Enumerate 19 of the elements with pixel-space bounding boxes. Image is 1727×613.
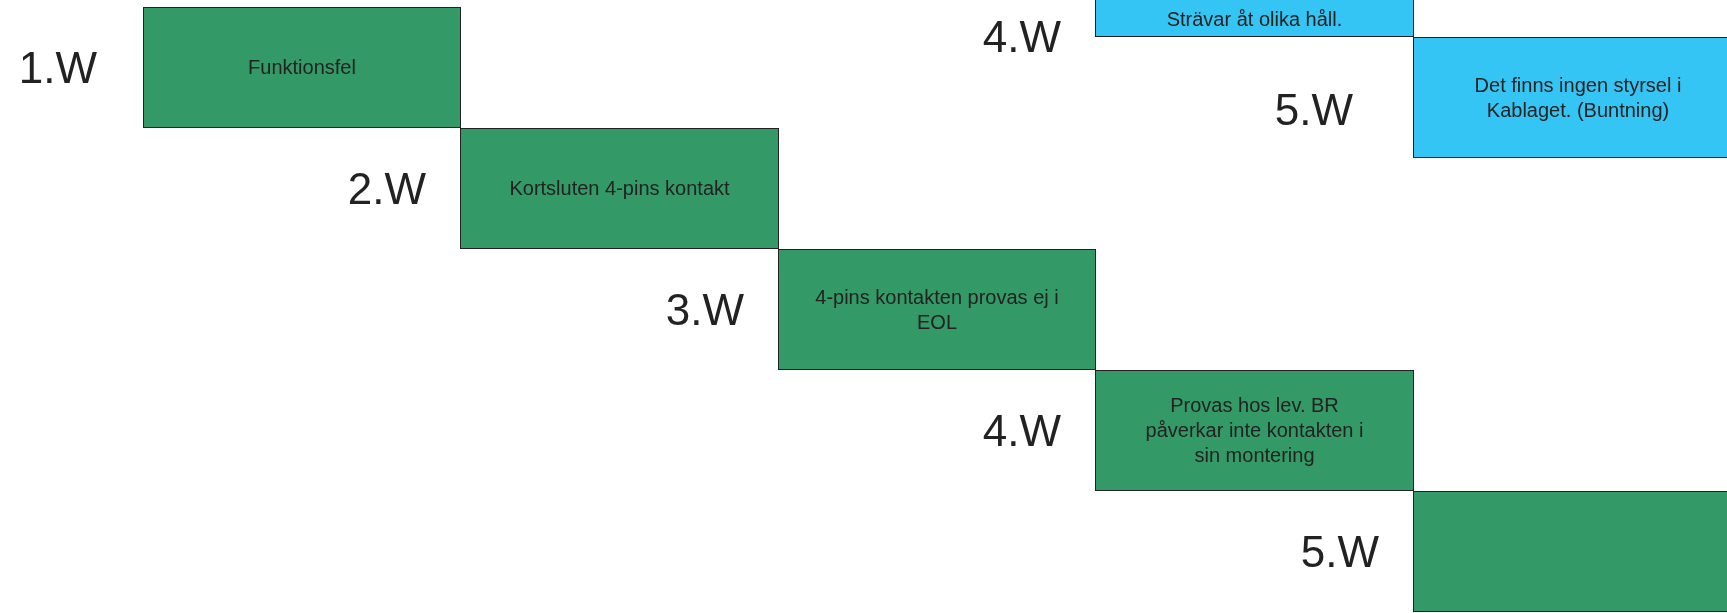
empty-box	[1413, 491, 1727, 612]
box-text: Det finns ingen styrsel i Kablaget. (Buntning)	[1473, 72, 1683, 123]
process-box	[778, 249, 1096, 370]
box-text: Kortsluten 4-pins kontakt	[509, 176, 730, 201]
step-label: 4.W	[982, 14, 1061, 59]
step-label: 4.W	[982, 408, 1061, 453]
step-label: 1.W	[18, 45, 97, 90]
box-text: Provas hos lev. BR påverkar inte kontakten i sin montering	[1144, 393, 1365, 468]
step-label: 5.W	[1274, 88, 1353, 132]
step-label: 2.W	[347, 166, 426, 211]
step-label: 5.W	[1300, 529, 1379, 574]
box-text: Funktionsfel	[248, 55, 356, 80]
step-label: 3.W	[665, 287, 744, 332]
process-box	[460, 128, 779, 249]
process-box	[1413, 37, 1727, 158]
process-box	[1095, 370, 1414, 491]
box-text: Strävar åt olika håll.	[1166, 7, 1343, 32]
box-text: 4-pins kontakten provas ej i EOL	[814, 284, 1060, 335]
process-box	[143, 7, 461, 128]
